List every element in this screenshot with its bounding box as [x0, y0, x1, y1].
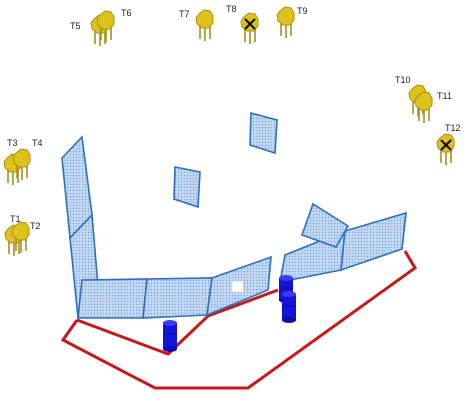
tree-icon: T8	[226, 4, 259, 44]
tree-label: T8	[226, 4, 237, 14]
removed-mark-icon	[440, 139, 452, 151]
tree-crown	[11, 221, 30, 241]
tree-crown	[12, 148, 31, 168]
white-marker	[231, 280, 244, 293]
tree-icon: T4	[12, 138, 43, 180]
site-boundary-outline	[60, 250, 417, 390]
tree-icon: T7	[179, 9, 214, 41]
tree-label: T11	[437, 91, 452, 101]
tree-label: T1	[10, 214, 21, 224]
tree-label: T4	[32, 138, 43, 148]
barrel-icon	[163, 320, 177, 352]
tree-label: T10	[395, 75, 411, 85]
barrel-icon	[282, 291, 296, 323]
tree-icon: T12	[436, 123, 461, 165]
tree-label: T6	[121, 8, 132, 18]
tree-label: T12	[445, 123, 461, 133]
tree-icon: T11	[414, 91, 452, 123]
inner-boundary-outline	[76, 288, 279, 356]
floating-panel-top	[249, 111, 278, 155]
tree-crown	[414, 91, 433, 111]
tree-icon: T6	[96, 8, 132, 42]
tree-crown	[276, 6, 295, 26]
wall-panel-tilted	[300, 202, 350, 248]
floating-panel-center	[173, 166, 201, 209]
wall-panel-right-2	[340, 211, 407, 272]
removed-mark-icon	[244, 18, 256, 30]
wall-panel-bottom-1	[77, 278, 148, 319]
tree-label: T7	[179, 9, 190, 19]
tree-icon: T9	[276, 6, 308, 38]
tree-label: T5	[70, 21, 81, 31]
tree-crown	[195, 9, 214, 29]
tree-crown	[96, 10, 115, 30]
tree-label: T9	[297, 6, 308, 16]
wall-panel-bottom-2	[142, 277, 213, 319]
tree-label: T3	[7, 138, 18, 148]
tree-icon: T2	[11, 221, 41, 253]
tree-label: T2	[30, 221, 41, 231]
